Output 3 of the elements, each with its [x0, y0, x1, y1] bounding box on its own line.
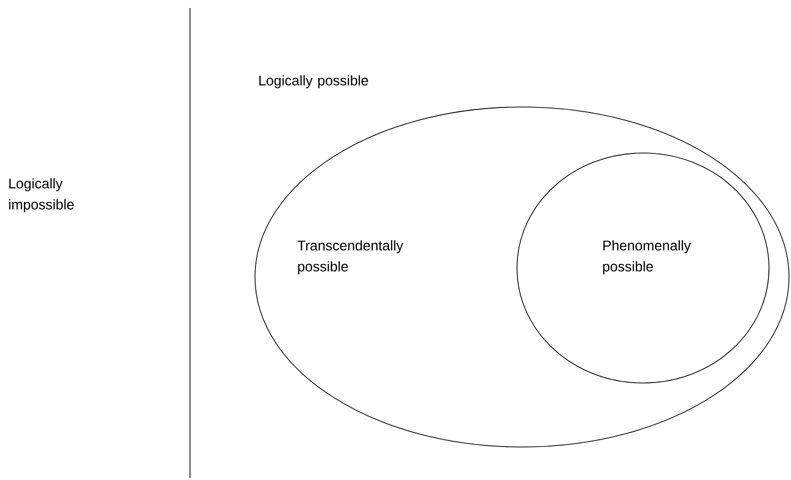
region-label: Logically possible: [259, 75, 368, 88]
region-label: Logically impossible: [9, 178, 74, 212]
ellipse-region: Phenomenally possible: [516, 152, 770, 384]
